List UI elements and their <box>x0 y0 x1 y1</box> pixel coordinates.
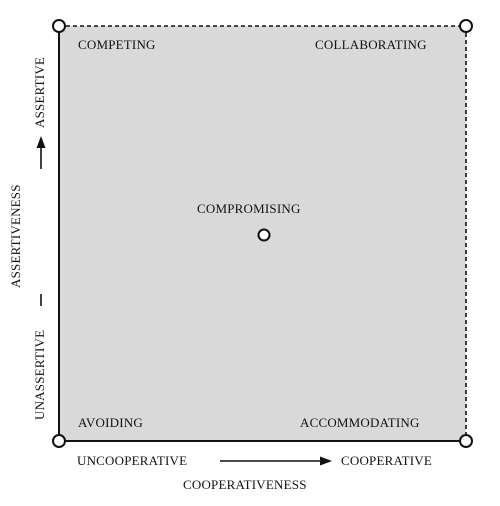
corner-marker-top-left <box>52 19 66 33</box>
x-axis-high-label: COOPERATIVE <box>341 453 433 468</box>
label-accommodating: ACCOMMODATING <box>300 415 420 430</box>
y-axis-high-label: ASSERTIVE <box>32 56 47 128</box>
y-axis-low-label: UNASSERTIVE <box>32 329 47 420</box>
label-avoiding: AVOIDING <box>78 415 143 430</box>
x-axis-low-label: UNCOOPERATIVE <box>77 453 188 468</box>
corner-marker-top-right <box>459 19 473 33</box>
label-collaborating: COLLABORATING <box>315 37 427 52</box>
corner-marker-bottom-left <box>52 434 66 448</box>
label-competing: COMPETING <box>78 37 156 52</box>
x-arrow-head <box>320 456 332 466</box>
corner-marker-bottom-right <box>459 434 473 448</box>
x-axis-title: COOPERATIVENESS <box>183 477 307 492</box>
y-axis-title: ASSERTIVENESS <box>8 184 23 288</box>
label-compromising: COMPROMISING <box>197 201 301 216</box>
center-marker <box>257 228 271 242</box>
y-arrow-head <box>36 136 46 148</box>
